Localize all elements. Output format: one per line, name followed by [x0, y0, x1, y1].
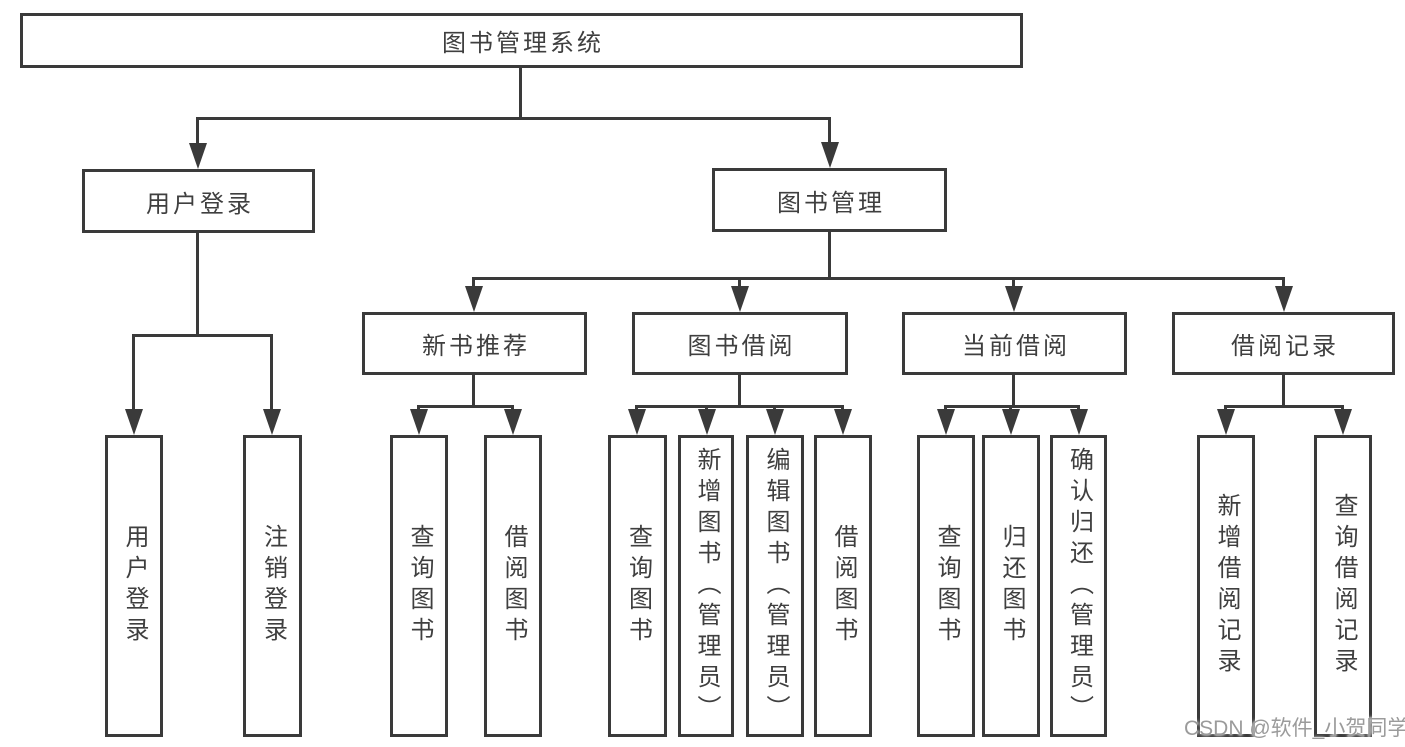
connector-line	[132, 334, 273, 337]
arrow-down-icon	[731, 286, 749, 312]
arrow-down-icon	[465, 286, 483, 312]
node-label: 图书管理系统	[442, 30, 604, 57]
connector-line	[1012, 375, 1015, 408]
leaf-label: 归还图书	[998, 524, 1025, 648]
connector-line	[1012, 277, 1015, 289]
connector-line	[270, 334, 273, 411]
node-borrowing-records: 借阅记录	[1172, 312, 1395, 375]
node-label: 当前借阅	[962, 333, 1070, 360]
arrow-down-icon	[1217, 409, 1235, 435]
connector-line	[196, 117, 199, 145]
arrow-down-icon	[698, 409, 716, 435]
connector-line	[635, 405, 844, 408]
connector-line	[944, 405, 1080, 408]
node-label: 图书借阅	[687, 333, 796, 360]
leaf-label: 新增借阅记录	[1213, 493, 1240, 679]
leaf-label: 查询图书	[406, 524, 433, 648]
arrow-down-icon	[1002, 409, 1020, 435]
leaf-label: 确认归还（管理员）	[1065, 446, 1093, 726]
node-root-library-system: 图书管理系统	[20, 13, 1023, 68]
leaf-borrowing-edit-books-admin: 编辑图书（管理员）	[746, 435, 804, 737]
leaf-borrowing-query-books: 查询图书	[608, 435, 667, 737]
leaf-records-query-record: 查询借阅记录	[1314, 435, 1372, 737]
leaf-label: 查询借阅记录	[1330, 493, 1357, 679]
connector-line	[828, 232, 831, 280]
leaf-current-confirm-return-admin: 确认归还（管理员）	[1050, 435, 1107, 737]
leaf-newbook-query-books: 查询图书	[390, 435, 448, 737]
node-label: 用户登录	[146, 190, 254, 218]
arrow-down-icon	[263, 409, 281, 435]
arrow-down-icon	[1275, 286, 1293, 312]
arrow-down-icon	[125, 409, 143, 435]
connector-line	[472, 277, 475, 289]
connector-line	[417, 405, 514, 408]
leaf-label: 注销登录	[259, 524, 287, 648]
leaf-label: 用户登录	[121, 524, 148, 648]
connector-line	[738, 277, 741, 289]
connector-line	[196, 117, 831, 120]
csdn-watermark: CSDN @软件_小贺同学	[1184, 717, 1405, 740]
leaf-label: 编辑图书（管理员）	[762, 446, 789, 726]
node-label: 新书推荐	[422, 333, 530, 360]
connector-line	[1282, 375, 1285, 408]
connector-line	[519, 66, 522, 120]
leaf-label: 借阅图书	[500, 524, 527, 648]
leaf-newbook-borrow-books: 借阅图书	[484, 435, 542, 737]
arrow-down-icon	[410, 409, 428, 435]
arrow-down-icon	[1334, 409, 1352, 435]
node-book-management-branch: 图书管理	[712, 168, 947, 232]
arrow-down-icon	[834, 409, 852, 435]
node-current-borrowing: 当前借阅	[902, 312, 1127, 375]
arrow-down-icon	[504, 409, 522, 435]
connector-line	[132, 334, 135, 411]
arrow-down-icon	[766, 409, 784, 435]
leaf-label: 新增图书（管理员）	[693, 446, 720, 726]
arrow-down-icon	[1005, 286, 1023, 312]
connector-line	[1282, 277, 1285, 289]
leaf-label: 查询图书	[624, 524, 652, 648]
node-label: 借阅记录	[1231, 333, 1339, 360]
arrow-down-icon	[628, 409, 646, 435]
leaf-borrowing-borrow-books: 借阅图书	[814, 435, 872, 737]
node-new-book-recommend: 新书推荐	[362, 312, 587, 375]
node-label: 图书管理	[777, 189, 885, 217]
arrow-down-icon	[937, 409, 955, 435]
node-book-borrowing: 图书借阅	[632, 312, 848, 375]
connector-line	[196, 233, 199, 337]
arrow-down-icon	[1070, 409, 1088, 435]
leaf-logout: 注销登录	[243, 435, 302, 737]
connector-line	[472, 375, 475, 408]
connector-line	[738, 375, 741, 408]
connector-line	[1224, 405, 1344, 408]
leaf-current-return-books: 归还图书	[982, 435, 1040, 737]
arrow-down-icon	[189, 143, 207, 169]
leaf-records-add-record: 新增借阅记录	[1197, 435, 1255, 737]
connector-line	[472, 277, 1285, 280]
leaf-user-login: 用户登录	[105, 435, 163, 737]
connector-line	[828, 117, 831, 144]
leaf-label: 查询图书	[933, 524, 960, 648]
leaf-label: 借阅图书	[830, 524, 857, 648]
leaf-borrowing-add-books-admin: 新增图书（管理员）	[678, 435, 734, 737]
arrow-down-icon	[821, 142, 839, 168]
leaf-current-query-books: 查询图书	[917, 435, 975, 737]
node-user-login-branch: 用户登录	[82, 169, 315, 233]
